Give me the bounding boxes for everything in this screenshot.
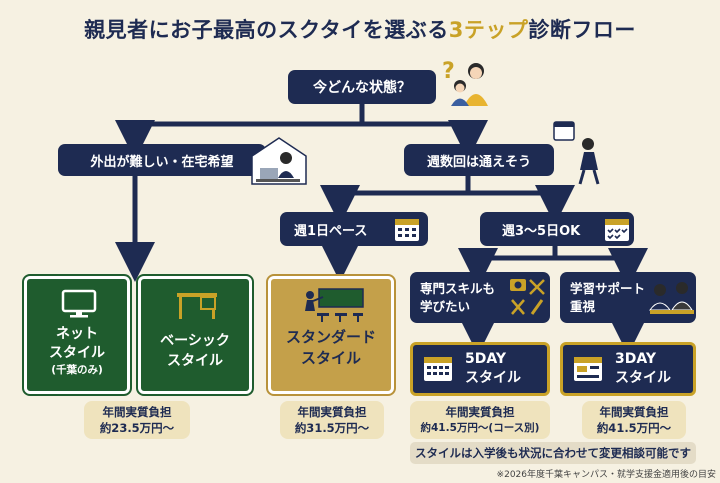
fiveday-style-title: 5DAY スタイル [465,350,521,388]
fiveday-cost-label: 年間実質負担 [445,405,515,419]
monitor-icon [61,289,97,318]
fiveday-cost: 年間実質負担 約41.5万円〜(コース別) [410,401,550,439]
net-style-title-1: ネット [56,325,98,342]
standard-style-card[interactable]: スタンダード スタイル [268,276,394,394]
threeday-style-title-1: 3DAY [615,351,656,367]
can-commute-label: 週数回は通えそう [426,154,531,170]
schedule-icon [574,357,602,381]
calendar-icon [395,219,419,241]
change-note: スタイルは入学後も状況に合わせて変更相談可能です [410,442,696,464]
basic-style-title-2: スタイル [167,353,223,369]
basic-style-title-1: ベーシック [160,333,230,349]
start-node: 今どんな状態？ [288,70,436,104]
threeday-cost-value: 約41.5万円〜 [596,421,672,435]
net-style-subtitle: (千葉のみ) [51,363,103,376]
support-label-2: 重視 [570,298,596,314]
tools-icon [510,279,545,315]
specialty-label-1: 専門スキルも [420,280,496,296]
change-note-text: スタイルは入学後も状況に合わせて変更相談可能です [415,446,691,460]
standard-cost-label: 年間実質負担 [297,405,367,419]
net-style-title-2: スタイル [49,344,105,361]
can-commute-node: 週数回は通えそう [404,144,554,176]
footnote: ※2026年度千葉キャンパス・就学支援金適用後の目安 [470,467,716,480]
standard-style-title-1: スタンダード [285,328,376,346]
threeday-style-card[interactable]: 3DAY スタイル [560,342,696,396]
net-basic-cost: 年間実質負担 約23.5万円〜 [84,401,190,439]
specialty-node: 専門スキルも 学びたい [410,272,550,323]
week1-label: 週1日ペース [294,223,368,239]
parent-child-icon: ? [442,59,488,106]
title-highlight: 3テップ [448,18,529,42]
threeday-style-title-2: スタイル [615,370,671,386]
basic-style-card[interactable]: ベーシック スタイル [138,276,252,394]
support-node: 学習サポート 重視 [560,272,696,323]
question-icon: ? [442,59,455,84]
standard-cost-value: 約31.5万円〜 [294,421,370,435]
home-study-icon [251,137,307,185]
calendar-icon [424,357,452,381]
desk-icon [177,293,217,319]
home-preference-node: 外出が難しい・在宅希望 [58,144,266,176]
title-tail: 診断フロー [528,18,636,42]
net-basic-cost-value: 約23.5万円〜 [99,421,175,435]
support-label-1: 学習サポート [570,280,646,296]
fiveday-style-title-2: スタイル [465,370,521,386]
net-basic-cost-label: 年間実質負担 [102,405,172,419]
tutor-icon [649,282,694,314]
standard-style-title-2: スタイル [300,349,361,367]
footnote-text: ※2026年度千葉キャンパス・就学支援金適用後の目安 [496,470,716,480]
home-preference-label: 外出が難しい・在宅希望 [90,154,234,170]
page-title: 親見者にお子最高のスクタイを選ぶる3テップ診断フロー [0,14,720,44]
specialty-label-2: 学びたい [420,298,471,314]
threeday-cost-label: 年間実質負担 [599,405,669,419]
week35-label: 週3〜5日OK [502,223,581,239]
threeday-style-title: 3DAY スタイル [615,350,671,388]
fiveday-style-title-1: 5DAY [465,351,506,367]
calendar-icon [605,219,629,241]
walking-student-icon [553,121,600,185]
standard-cost: 年間実質負担 約31.5万円〜 [280,401,384,439]
fiveday-style-card[interactable]: 5DAY スタイル [410,342,550,396]
start-label: 今どんな状態？ [313,80,411,96]
net-style-card[interactable]: ネット スタイル (千葉のみ) [24,276,130,394]
threeday-cost: 年間実質負担 約41.5万円〜 [582,401,686,439]
title-main: 親見者にお子最高のスクタイを選ぶる [84,18,449,42]
fiveday-cost-value: 約41.5万円〜(コース別) [420,422,540,434]
classroom-icon [305,288,364,322]
